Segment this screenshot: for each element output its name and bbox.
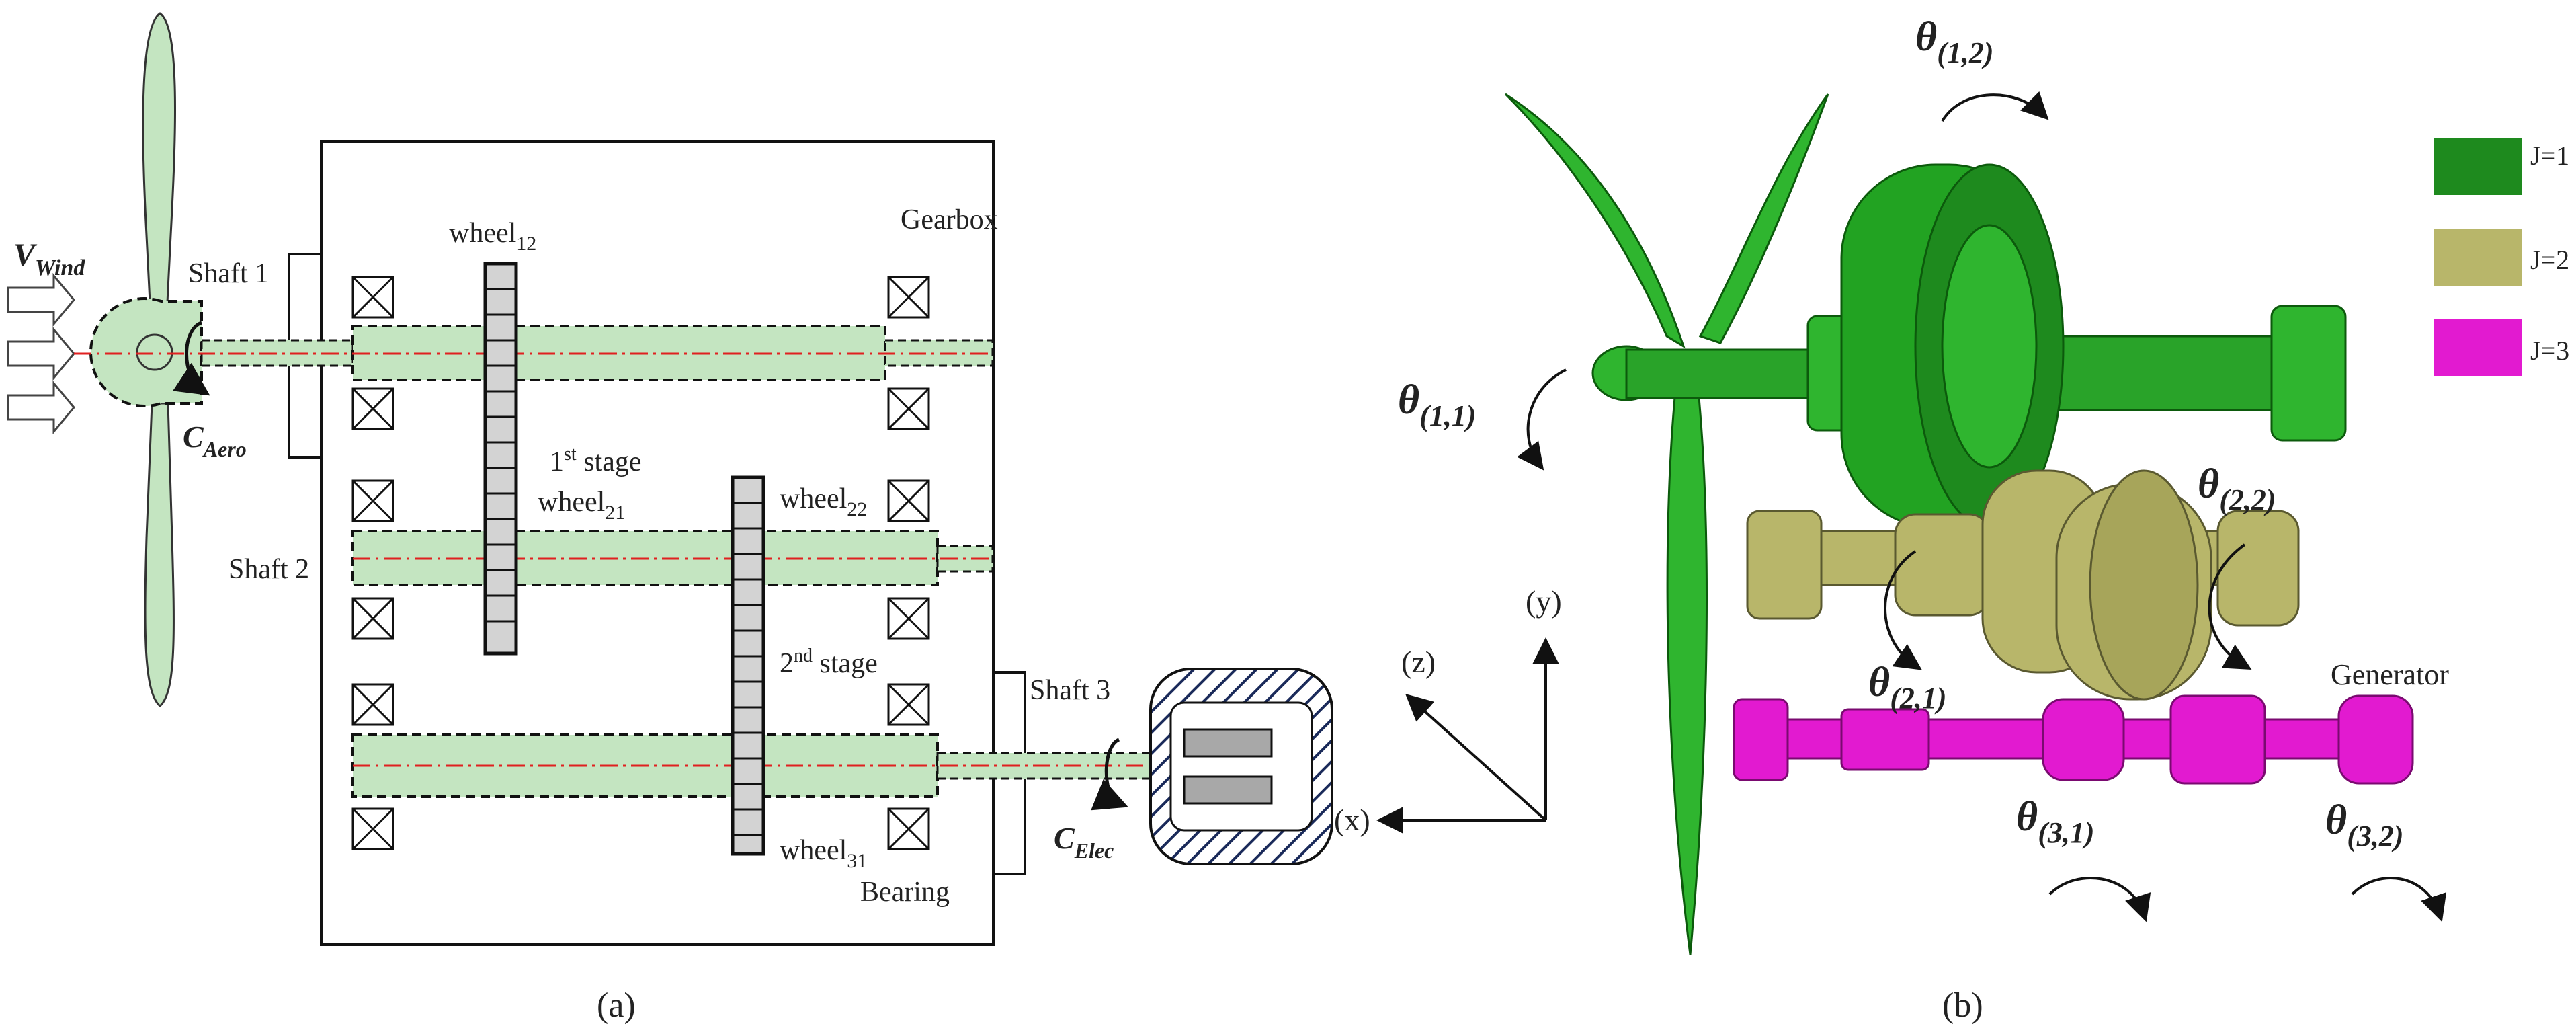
wheel-12 bbox=[483, 262, 518, 656]
panel-b: Generator θ(1,1) θ(1,2) θ(2,1) θ(2,2) θ(… bbox=[1334, 14, 2569, 1025]
rotation-arrows bbox=[1517, 91, 2447, 922]
wind-speed-label: VWind bbox=[13, 237, 85, 280]
theta-2-1: θ(2,1) bbox=[1868, 660, 1947, 715]
wind-arrows bbox=[7, 272, 75, 435]
bearing bbox=[351, 597, 394, 640]
legend-label: J=1 bbox=[2530, 141, 2569, 171]
legend-item-j3: J=3 bbox=[2434, 319, 2569, 376]
generator-housing bbox=[1149, 668, 1333, 865]
shaft3-label: Shaft 3 bbox=[1030, 675, 1110, 706]
legend-swatch bbox=[2434, 319, 2522, 376]
gearbox-label: Gearbox bbox=[901, 204, 998, 235]
turbine-blades bbox=[1504, 93, 1829, 955]
bearing bbox=[887, 387, 930, 430]
shaft-2 bbox=[351, 530, 994, 586]
big-green-gear bbox=[1840, 163, 2065, 529]
axis-y-label: (y) bbox=[1526, 584, 1562, 619]
bearing bbox=[887, 479, 930, 522]
shaft1-label: Shaft 1 bbox=[188, 258, 269, 289]
axis-x-label: (x) bbox=[1334, 803, 1370, 837]
wheel21-label: wheel21 bbox=[538, 487, 625, 524]
bearing bbox=[887, 683, 930, 726]
bearing bbox=[351, 276, 394, 319]
generator-shaft bbox=[1733, 694, 2414, 785]
wheel31-label: wheel31 bbox=[780, 835, 867, 872]
coordinate-axes bbox=[1376, 637, 1559, 834]
olive-shaft-assembly bbox=[1746, 469, 2300, 701]
shaft-1 bbox=[74, 325, 994, 381]
aero-torque-arrow bbox=[173, 321, 210, 396]
panel-a-caption: (a) bbox=[597, 986, 636, 1025]
wheel-22-31 bbox=[731, 475, 765, 856]
theta-3-2: θ(3,2) bbox=[2325, 797, 2404, 852]
bearing bbox=[351, 807, 394, 850]
theta-1-1: θ(1,1) bbox=[1398, 377, 1477, 432]
wheel22-label: wheel22 bbox=[780, 483, 867, 520]
elec-torque-arrow bbox=[1091, 738, 1128, 811]
legend-swatch bbox=[2434, 138, 2522, 195]
bearing-label: Bearing bbox=[860, 877, 950, 908]
elec-torque-label: CElec bbox=[1054, 821, 1114, 863]
legend-item-j1: J=1 bbox=[2434, 138, 2569, 195]
wheel12-label: wheel12 bbox=[449, 218, 536, 255]
bearing bbox=[887, 276, 930, 319]
legend-swatch bbox=[2434, 229, 2522, 286]
bearings bbox=[351, 276, 930, 850]
stage2-label: 2nd stage bbox=[780, 645, 878, 679]
aero-torque-label: CAero bbox=[183, 420, 247, 461]
legend: J=1 J=2 J=3 bbox=[2434, 138, 2569, 376]
panel-a: VWind CAero Gearbox Bearing Shaft 1 Shaf… bbox=[7, 12, 1333, 1025]
theta-1-2: θ(1,2) bbox=[1915, 14, 1994, 69]
theta-2-2: θ(2,2) bbox=[2198, 461, 2276, 516]
bearing bbox=[351, 683, 394, 726]
legend-label: J=2 bbox=[2530, 245, 2569, 275]
legend-item-j2: J=2 bbox=[2434, 229, 2569, 286]
rotor-blade bbox=[142, 12, 177, 707]
generator-label: Generator bbox=[2331, 658, 2449, 691]
legend-label: J=3 bbox=[2530, 335, 2569, 366]
bearing bbox=[351, 479, 394, 522]
shaft2-label: Shaft 2 bbox=[228, 554, 309, 585]
bearing bbox=[351, 387, 394, 430]
axis-z-label: (z) bbox=[1401, 645, 1436, 679]
panel-b-caption: (b) bbox=[1942, 986, 1983, 1025]
bearing bbox=[887, 807, 930, 850]
stage1-label: 1st stage bbox=[550, 444, 641, 477]
bearing bbox=[887, 597, 930, 640]
theta-3-1: θ(3,1) bbox=[2016, 794, 2095, 849]
